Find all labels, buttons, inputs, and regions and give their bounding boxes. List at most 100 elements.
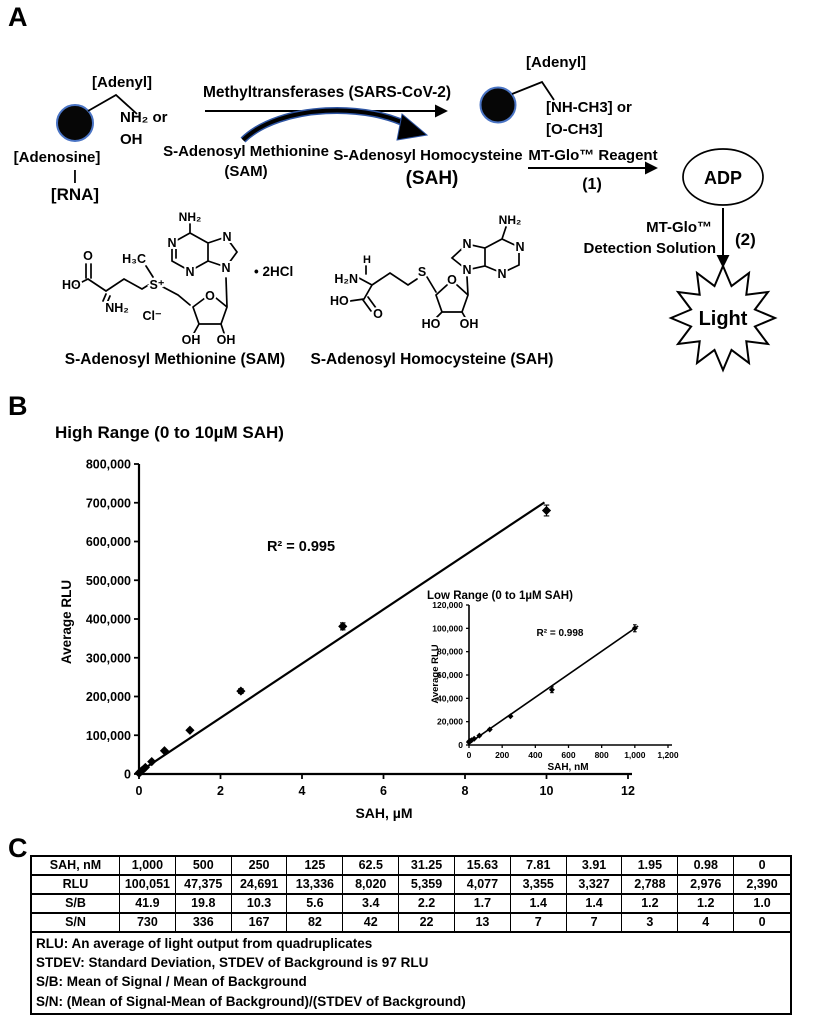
table-cell: 41.9: [120, 895, 176, 914]
table-cell: 0: [734, 914, 790, 933]
table-cell: 1.2: [622, 895, 679, 914]
x-tick-label: 0: [136, 784, 143, 798]
bond-lines: [75, 223, 239, 334]
data-point: [338, 621, 348, 631]
y-tick-label: 300,000: [86, 651, 131, 665]
row-header-cell: RLU: [32, 876, 120, 895]
table-footnotes: RLU: An average of light output from qua…: [32, 933, 790, 1013]
sah-abbrev-label: (SAH): [406, 168, 459, 189]
y-tick-label: 60,000: [437, 670, 463, 680]
table-cell: 3.4: [343, 895, 400, 914]
detection-label-1: MT-Glo™: [646, 219, 712, 236]
table-cell: 2,788: [622, 876, 679, 895]
low-range-inset-chart: 020,00040,00060,00080,000100,000120,0000…: [427, 590, 679, 773]
table-cell: 1.0: [734, 895, 790, 914]
y-axis-label: Average RLU: [59, 580, 74, 664]
y-tick-label: 0: [124, 768, 131, 782]
nitrogen-label: N: [515, 240, 524, 254]
data-point: [159, 746, 170, 756]
y-tick-label: 500,000: [86, 574, 131, 588]
table-note: S/N: (Mean of Signal-Mean of Background)…: [36, 993, 466, 1009]
y-tick-label: 200,000: [86, 690, 131, 704]
connector-label: |: [73, 167, 77, 183]
r-squared-annotation: R² = 0.998: [537, 628, 584, 639]
y-tick-label: 20,000: [437, 717, 463, 727]
nitrogen-label: N: [221, 261, 230, 275]
oxygen-label: O: [83, 249, 93, 263]
bond-lines: [87, 93, 138, 115]
table-cell: 3,355: [510, 876, 567, 895]
table-cell: 13,336: [287, 876, 344, 895]
x-tick-label: 2: [217, 784, 224, 798]
table-cell: 730: [120, 914, 176, 933]
data-point: [236, 686, 246, 696]
och3-label: [O-CH3]: [546, 121, 603, 138]
table-cell: 3: [622, 914, 679, 933]
r-squared-annotation: R² = 0.995: [267, 539, 335, 555]
y-tick-label: 40,000: [437, 693, 463, 703]
y-tick-label: 120,000: [432, 600, 463, 610]
table-note: S/B: Mean of Signal / Mean of Background: [36, 974, 307, 990]
data-point: [631, 625, 638, 632]
methyl-label: H₃C: [122, 252, 146, 266]
trendline: [138, 501, 546, 773]
table-cell: 7: [510, 914, 567, 933]
x-tick-label: 0: [467, 750, 472, 760]
table-cell: 22: [399, 914, 455, 933]
table-cell: 42: [343, 914, 400, 933]
y-tick-label: 0: [458, 740, 463, 750]
nitrogen-label: N: [462, 237, 471, 251]
sah-name-label: S-Adenosyl Homocysteine: [333, 147, 522, 164]
table-cell: 5.6: [287, 895, 344, 914]
x-tick-label: 10: [540, 784, 554, 798]
data-point: [140, 762, 150, 773]
sulfonium-label: S⁺: [150, 278, 165, 292]
hydroxyl-label: OH: [460, 317, 479, 331]
table-cell: 1.95: [622, 857, 679, 876]
table-cell: 500: [175, 857, 232, 876]
chart-title: Low Range (0 to 1µM SAH): [427, 590, 573, 602]
table-cell: 2,976: [678, 876, 735, 895]
light-label: Light: [699, 308, 748, 330]
standard-curve-charts: 0100,000200,000300,000400,000500,000600,…: [55, 423, 679, 821]
x-tick-label: 12: [621, 784, 635, 798]
data-point: [147, 757, 157, 767]
table-cell: 7: [566, 914, 623, 933]
table-cell: 250: [231, 857, 288, 876]
data-point: [486, 726, 493, 733]
adenyl-label: [Adenyl]: [92, 74, 152, 91]
table-cell: 100,051: [120, 876, 176, 895]
amine-label: NH₂: [179, 210, 202, 224]
dihydrochloride-label: • 2HCl: [254, 264, 293, 279]
table-cell: 1,000: [120, 857, 176, 876]
table-cell: 1.7: [454, 895, 511, 914]
table-cell: 0: [734, 857, 790, 876]
table-cell: 7.81: [510, 857, 567, 876]
y-tick-label: 80,000: [437, 647, 463, 657]
high-range-chart: 0100,000200,000300,000400,000500,000600,…: [55, 423, 635, 821]
table-cell: 13: [454, 914, 511, 933]
table-cell: 47,375: [175, 876, 232, 895]
table-cell: 4: [678, 914, 735, 933]
nitrogen-label: N: [497, 267, 506, 281]
adenosine-label: [Adenosine]: [14, 149, 101, 166]
x-axis-label: SAH, µM: [355, 805, 412, 821]
nitrogen-label: N: [167, 236, 176, 250]
y-tick-label: 800,000: [86, 458, 131, 472]
reagent-label: MT-Glo™ Reagent: [528, 147, 657, 164]
hydroxyl-label: OH: [182, 333, 201, 347]
data-point: [476, 732, 483, 739]
panel-b-label: B: [8, 391, 28, 421]
x-tick-label: 600: [561, 750, 575, 760]
sam-name-label: S-Adenosyl Methionine: [163, 143, 329, 160]
bond-lines: [349, 226, 520, 320]
sah-structure-caption: S-Adenosyl Homocysteine (SAH): [311, 351, 554, 368]
row-header-cell: S/B: [32, 895, 120, 914]
bond-lines: [511, 80, 555, 101]
table-cell: 4,077: [454, 876, 511, 895]
table-cell: 1.4: [510, 895, 567, 914]
amine-label: NH₂: [105, 301, 129, 315]
table-cell: 3,327: [566, 876, 623, 895]
